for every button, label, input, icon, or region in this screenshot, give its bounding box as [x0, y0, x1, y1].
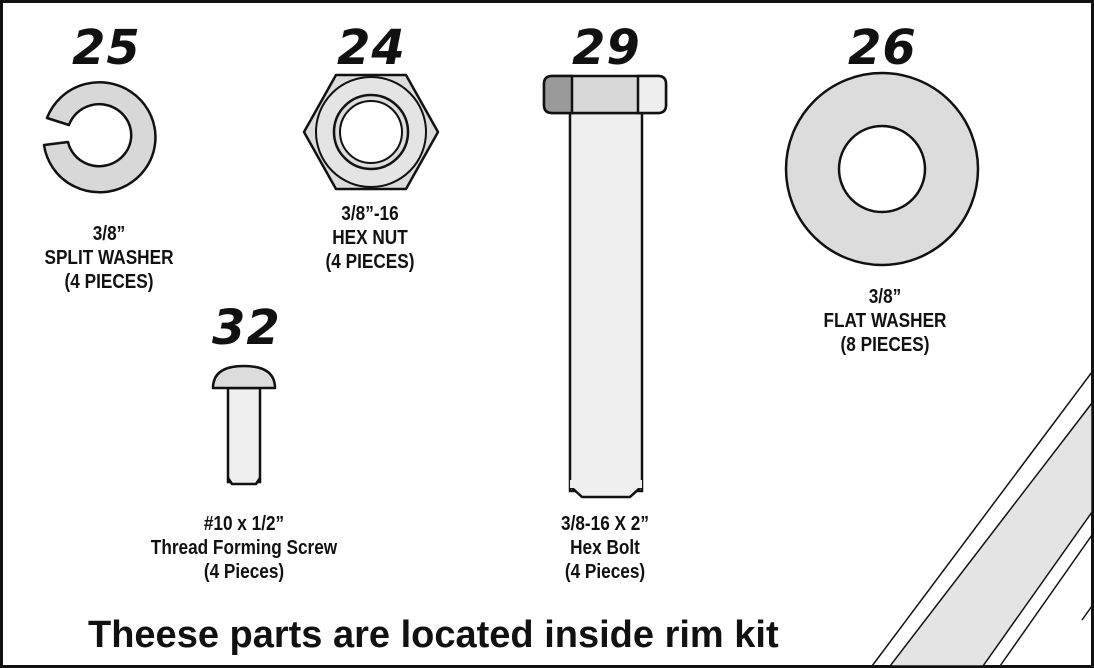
split-washer-label: 3/8” SPLIT WASHER (4 PIECES): [23, 222, 195, 294]
hex-bolt-label: 3/8-16 X 2” Hex Bolt (4 Pieces): [519, 512, 691, 584]
flat-washer-size: 3/8”: [868, 286, 902, 308]
flat-washer-label: 3/8” FLAT WASHER (8 PIECES): [799, 285, 971, 357]
hex-nut-illustration: [302, 73, 440, 191]
hex-nut-qty: (4 PIECES): [325, 251, 415, 273]
part-number-24: 24: [337, 20, 406, 76]
split-washer-qty: (4 PIECES): [64, 271, 154, 293]
screw-name: Thread Forming Screw: [150, 537, 338, 559]
hex-bolt-illustration: [542, 74, 668, 499]
screw-illustration: [211, 364, 277, 486]
hex-nut-name: HEX NUT: [332, 227, 408, 249]
flat-washer-illustration: [784, 71, 980, 267]
hex-bolt-size: 3/8-16 X 2”: [561, 513, 649, 535]
screw-qty: (4 Pieces): [203, 561, 285, 583]
flat-washer-name: FLAT WASHER: [823, 310, 947, 332]
flat-washer-qty: (8 PIECES): [840, 334, 930, 356]
part-number-26: 26: [848, 20, 917, 76]
screw-label: #10 x 1/2” Thread Forming Screw (4 Piece…: [124, 512, 365, 584]
rim-edge-illustration: [871, 371, 1093, 667]
part-number-25: 25: [72, 20, 141, 76]
split-washer-size: 3/8”: [92, 223, 126, 245]
hex-nut-size: 3/8”-16: [341, 203, 399, 225]
hex-bolt-name: Hex Bolt: [570, 537, 640, 559]
hex-nut-label: 3/8”-16 HEX NUT (4 PIECES): [284, 202, 456, 274]
part-number-29: 29: [572, 20, 641, 76]
rim-kit-note: Theese parts are located inside rim kit: [88, 614, 779, 656]
hex-bolt-qty: (4 Pieces): [564, 561, 646, 583]
part-number-32: 32: [212, 300, 281, 356]
split-washer-name: SPLIT WASHER: [44, 247, 174, 269]
split-washer-illustration: [42, 81, 157, 194]
screw-size: #10 x 1/2”: [203, 513, 285, 535]
